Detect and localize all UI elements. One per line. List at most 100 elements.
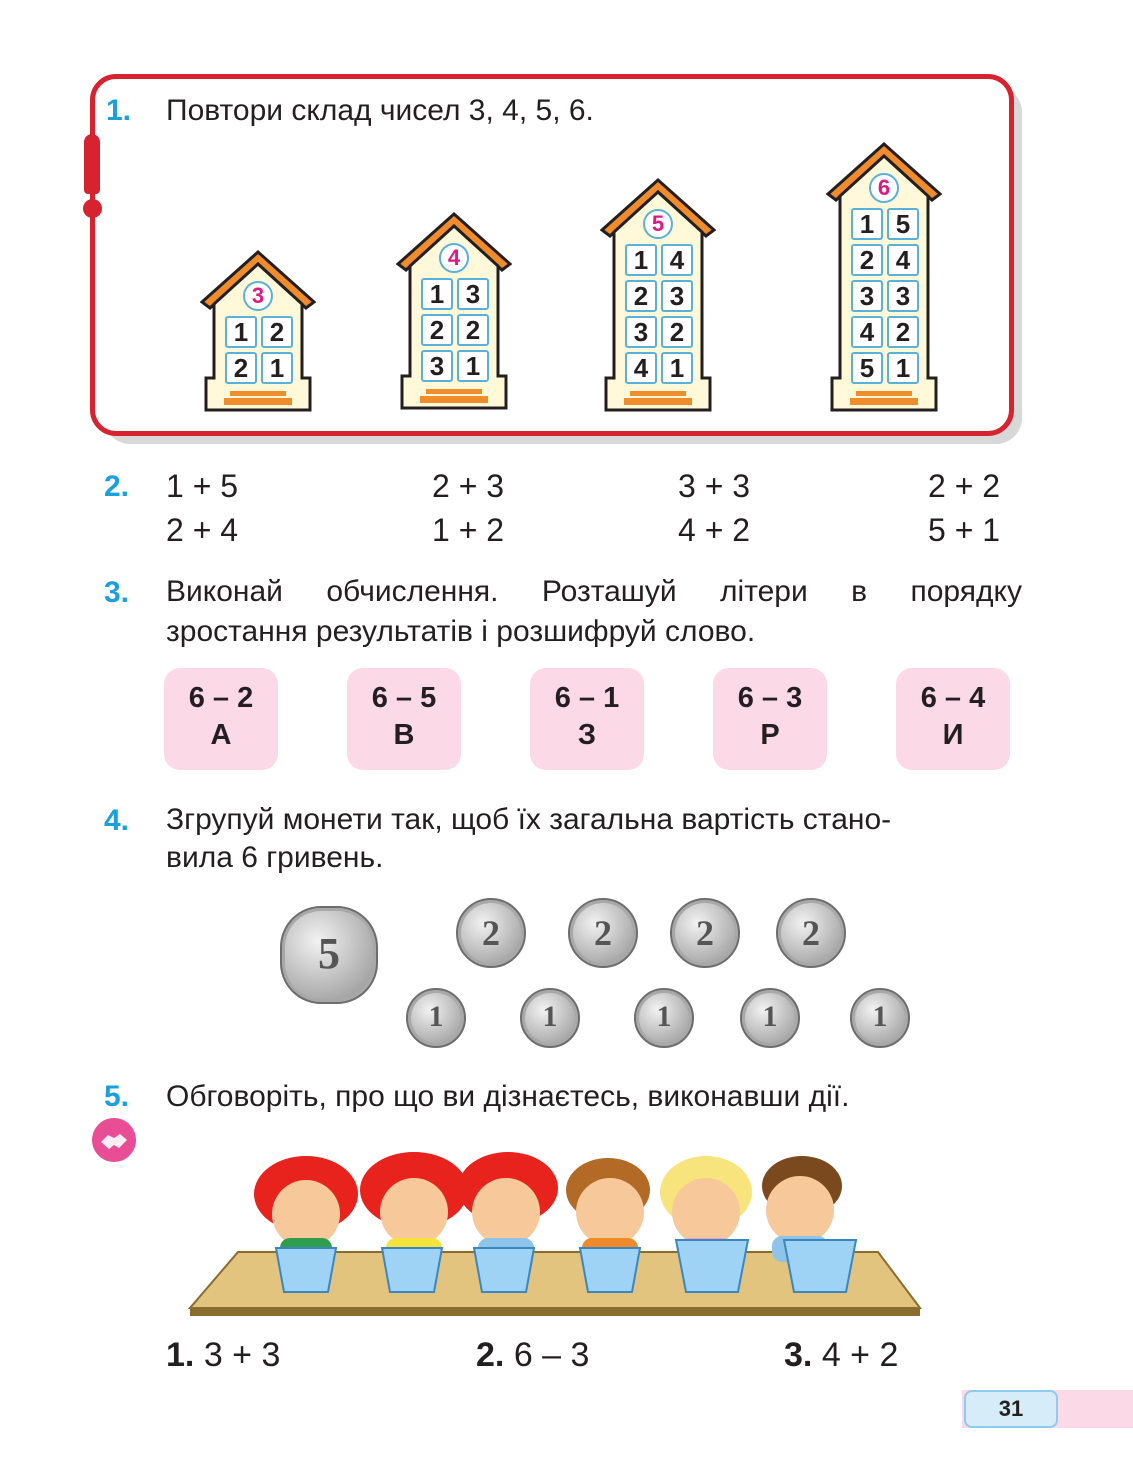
coin-value: 2 bbox=[594, 913, 612, 953]
house-4: 4 1 3 2 2 3 1 bbox=[396, 212, 512, 410]
coin-value: 1 bbox=[542, 1000, 558, 1033]
house-cell: 2 bbox=[457, 314, 489, 346]
task2-expr: 1 + 2 bbox=[432, 512, 505, 548]
coin-1-hryvnia: 1 bbox=[520, 988, 580, 1048]
task2-expr: 1 + 5 bbox=[166, 468, 239, 504]
coin-value: 1 bbox=[428, 1000, 444, 1033]
house-4-number: 4 bbox=[439, 243, 469, 273]
coin-2-hryvnia: 2 bbox=[670, 898, 740, 968]
answer-3: 3. 4 + 2 bbox=[784, 1336, 898, 1375]
coin-value: 2 bbox=[802, 913, 820, 953]
house-6: 6 1 5 2 4 3 3 4 2 5 1 bbox=[826, 142, 942, 412]
answer-2: 2. 6 – 3 bbox=[476, 1336, 589, 1375]
card-expression: 6 – 3 bbox=[737, 682, 803, 714]
house-cell: 4 bbox=[851, 316, 883, 348]
coin-1-hryvnia: 1 bbox=[850, 988, 910, 1048]
coin-1-hryvnia: 1 bbox=[634, 988, 694, 1048]
answer-expression: 6 – 3 bbox=[513, 1336, 590, 1374]
letter-card: 6 – 3 Р bbox=[713, 668, 827, 770]
task2-expr: 3 + 3 bbox=[678, 468, 751, 504]
house-cell: 1 bbox=[661, 352, 693, 384]
house-cell: 1 bbox=[225, 316, 257, 348]
coin-value: 5 bbox=[318, 929, 340, 978]
house-cell: 3 bbox=[851, 280, 883, 312]
coin-2-hryvnia: 2 bbox=[776, 898, 846, 968]
task5-text: Обговоріть, про що ви дізнаєтесь, викона… bbox=[166, 1080, 850, 1113]
answer-number: 3. bbox=[784, 1336, 813, 1374]
answer-expression: 4 + 2 bbox=[821, 1336, 899, 1374]
task4-text-line1: Згрупуй монети так, щоб їх загальна варт… bbox=[166, 803, 892, 836]
card-letter: З bbox=[577, 719, 597, 751]
house-cell: 2 bbox=[225, 352, 257, 384]
task3-text-line1: Виконай обчислення. Розташуй літери в по… bbox=[166, 575, 1022, 608]
coin-2-hryvnia: 2 bbox=[456, 898, 526, 968]
task3-number: 3. bbox=[104, 576, 130, 609]
children-table-illustration bbox=[187, 1136, 924, 1329]
task4-number: 4. bbox=[104, 804, 130, 837]
answer-number: 2. bbox=[476, 1336, 505, 1374]
house-cell: 2 bbox=[421, 314, 453, 346]
house-cell: 4 bbox=[625, 352, 657, 384]
answer-number: 1. bbox=[166, 1336, 195, 1374]
answer-1: 1. 3 + 3 bbox=[166, 1336, 280, 1375]
coin-value: 1 bbox=[872, 1000, 888, 1033]
card-letter: Р bbox=[760, 719, 780, 751]
house-cell: 3 bbox=[887, 280, 919, 312]
letter-card: 6 – 2 А bbox=[164, 668, 278, 770]
coin-value: 1 bbox=[762, 1000, 778, 1033]
card-expression: 6 – 1 bbox=[554, 682, 620, 714]
house-cell: 5 bbox=[887, 208, 919, 240]
coin-value: 2 bbox=[482, 913, 500, 953]
letter-card: 6 – 1 З bbox=[530, 668, 644, 770]
task2-expr: 2 + 3 bbox=[432, 468, 505, 504]
house-6-number: 6 bbox=[869, 173, 899, 203]
house-cell: 5 bbox=[851, 352, 883, 384]
task3-text-line2: зростання результатів і розшифруй слово. bbox=[166, 615, 756, 648]
card-letter: И bbox=[942, 719, 964, 751]
house-cell: 1 bbox=[421, 278, 453, 310]
house-5-number: 5 bbox=[643, 209, 673, 239]
answer-expression: 3 + 3 bbox=[203, 1336, 281, 1374]
house-cell: 2 bbox=[887, 316, 919, 348]
task2-expr: 4 + 2 bbox=[678, 512, 751, 548]
task1-text: Повтори склад чисел 3, 4, 5, 6. bbox=[166, 94, 594, 127]
letter-card: 6 – 4 И bbox=[896, 668, 1010, 770]
letter-card: 6 – 5 В bbox=[347, 668, 461, 770]
house-cell: 2 bbox=[851, 244, 883, 276]
page-number: 31 bbox=[964, 1390, 1058, 1428]
house-cell: 2 bbox=[661, 316, 693, 348]
house-cell: 3 bbox=[421, 350, 453, 382]
house-cell: 1 bbox=[887, 352, 919, 384]
house-3-number: 3 bbox=[243, 281, 273, 311]
exclamation-dot bbox=[83, 199, 102, 218]
house-cell: 3 bbox=[625, 316, 657, 348]
house-cell: 4 bbox=[887, 244, 919, 276]
card-letter: В bbox=[393, 719, 415, 751]
handshake-icon bbox=[92, 1118, 136, 1162]
task5-number: 5. bbox=[104, 1080, 130, 1113]
task4-text-line2: вила 6 гривень. bbox=[166, 841, 384, 874]
coin-1-hryvnia: 1 bbox=[406, 988, 466, 1048]
card-expression: 6 – 2 bbox=[188, 682, 254, 714]
coin-2-hryvnia: 2 bbox=[568, 898, 638, 968]
house-5: 5 1 4 2 3 3 2 4 1 bbox=[600, 178, 716, 412]
house-cell: 1 bbox=[457, 350, 489, 382]
house-cell: 1 bbox=[851, 208, 883, 240]
house-cell: 4 bbox=[661, 244, 693, 276]
coin-1-hryvnia: 1 bbox=[740, 988, 800, 1048]
house-cell: 2 bbox=[625, 280, 657, 312]
house-cell: 3 bbox=[457, 278, 489, 310]
task2-number: 2. bbox=[104, 470, 130, 503]
task1-number: 1. bbox=[106, 94, 132, 127]
card-letter: А bbox=[210, 719, 232, 751]
task2-expr: 5 + 1 bbox=[928, 512, 1001, 548]
house-cell: 3 bbox=[661, 280, 693, 312]
task2-expr: 2 + 4 bbox=[166, 512, 239, 548]
exclamation-icon bbox=[84, 134, 100, 194]
task2-expr: 2 + 2 bbox=[928, 468, 1001, 504]
house-cell: 1 bbox=[625, 244, 657, 276]
card-expression: 6 – 5 bbox=[371, 682, 437, 714]
card-expression: 6 – 4 bbox=[920, 682, 986, 714]
house-cell: 1 bbox=[261, 352, 293, 384]
coin-value: 2 bbox=[696, 913, 714, 953]
